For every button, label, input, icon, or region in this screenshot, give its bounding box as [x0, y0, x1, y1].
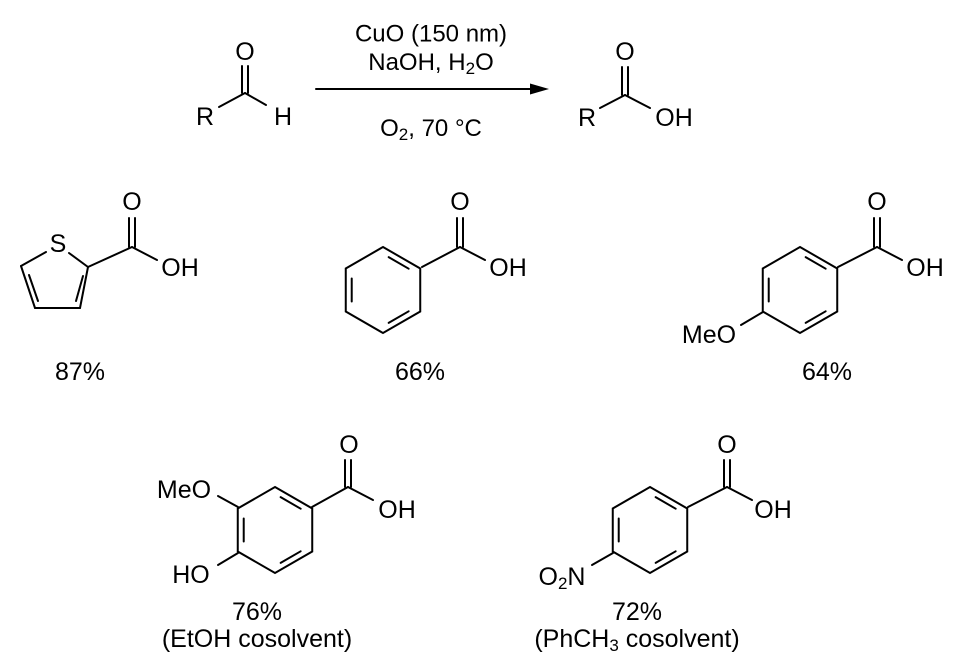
yield-label: 76% [232, 598, 282, 626]
reaction-arrow [315, 83, 549, 95]
bond [876, 246, 903, 261]
atom-label-r: R [196, 103, 214, 131]
double-bond-inner [804, 310, 827, 324]
substituent-label-hydroxy: HO [172, 561, 210, 589]
bond [421, 246, 461, 268]
bond [28, 274, 39, 302]
bond [87, 246, 133, 268]
atom-label-oh: OH [161, 254, 199, 282]
bond [218, 92, 246, 108]
substituent-label-methoxy: MeO [157, 476, 211, 504]
product-acid: O R OH [578, 38, 693, 132]
double-bond-inner [387, 256, 410, 270]
bond [217, 552, 239, 566]
benzene-ring [761, 245, 839, 335]
arrow-head-icon [530, 83, 549, 95]
bond [347, 486, 374, 501]
bond [726, 486, 753, 501]
yield-label: 72% [612, 598, 662, 626]
atom-label-o: O [339, 431, 358, 459]
atom-label-s: S [50, 230, 67, 258]
bond [217, 495, 239, 508]
benzene-ring [611, 485, 689, 575]
double-bond-inner [279, 550, 302, 564]
bond [20, 251, 47, 267]
bond [687, 486, 728, 508]
bond [131, 246, 158, 261]
bond [837, 246, 878, 268]
double-bond-inner [804, 256, 827, 270]
substituent-label-nitro: O2N [539, 563, 586, 593]
atom-label-o: O [867, 188, 886, 216]
atom-label-o: O [235, 38, 254, 66]
bond [599, 94, 626, 109]
bond [459, 246, 486, 261]
cosolvent-note: (PhCH3 cosolvent) [534, 625, 739, 655]
bond [591, 552, 614, 566]
cosolvent-note: (EtOH cosolvent) [162, 625, 352, 653]
bond [244, 92, 267, 106]
atom-label-oh: OH [906, 254, 944, 282]
bond [68, 252, 89, 268]
benzene-ring [236, 485, 314, 575]
yield-label: 64% [802, 358, 852, 386]
substituent-label: MeO [682, 321, 736, 349]
bond [624, 94, 651, 109]
example-4-methoxybenzoic-acid: O OH MeO 64% [682, 188, 944, 386]
atom-label-r: R [578, 104, 596, 132]
example-thiophene-acid: S O OH 87% [20, 188, 199, 386]
atom-label-oh: OH [378, 496, 416, 524]
yield-label: 87% [55, 358, 105, 386]
bond [311, 486, 349, 508]
double-bond-inner [387, 310, 410, 324]
double-bond-inner [654, 550, 677, 564]
condition-oxidant-temp: O2, 70 °C [380, 115, 482, 144]
atom-label-h: H [274, 103, 292, 131]
atom-label-o: O [122, 188, 141, 216]
atom-label-oh: OH [655, 104, 693, 132]
bond [20, 265, 36, 309]
bond [79, 266, 89, 309]
example-benzoic-acid: O OH 66% [344, 188, 527, 386]
example-vanillic-acid: O OH MeO HO 76% (EtOH cosolvent) [157, 431, 416, 653]
bond [740, 311, 764, 326]
atom-label-o: O [717, 431, 736, 459]
condition-catalyst: CuO (150 nm) [355, 21, 507, 48]
condition-base-solvent: NaOH, H2O [368, 49, 494, 78]
atom-label-o: O [450, 188, 469, 216]
yield-label: 66% [395, 358, 445, 386]
atom-label-o: O [615, 38, 634, 66]
double-bond-inner [279, 496, 302, 510]
double-bond-inner [654, 496, 677, 510]
reactant-aldehyde: O R H [196, 38, 292, 131]
example-4-nitrobenzoic-acid: O OH O2N 72% (PhCH3 cosolvent) [534, 431, 791, 655]
benzene-ring [344, 245, 422, 335]
atom-label-oh: OH [489, 254, 527, 282]
atom-label-oh: OH [754, 496, 792, 524]
bond [75, 275, 84, 302]
